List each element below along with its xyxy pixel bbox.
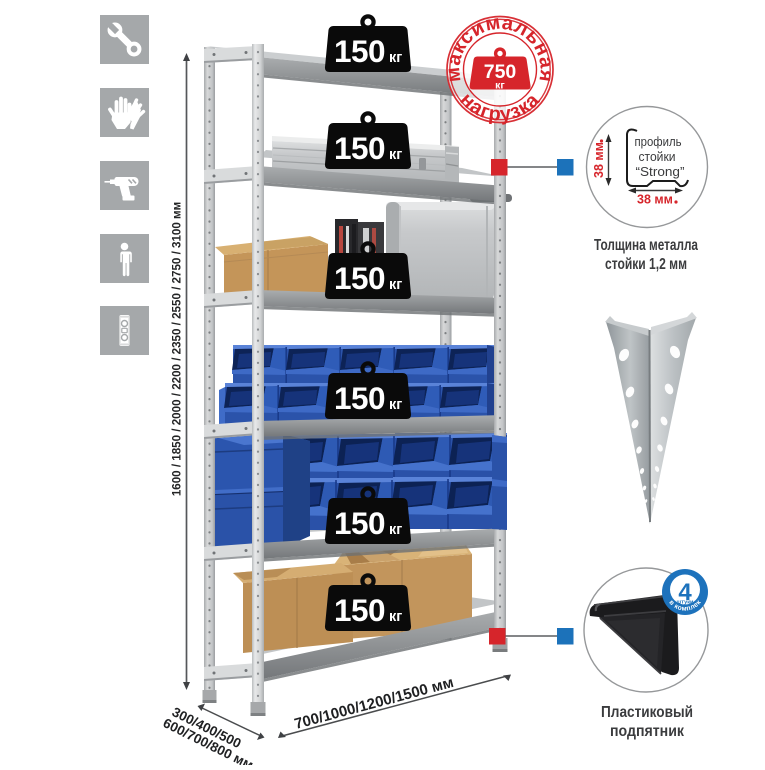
svg-text:штуки: штуки [677, 600, 694, 606]
svg-text:150: 150 [334, 33, 385, 69]
svg-text:Пластиковый: Пластиковый [601, 704, 693, 721]
svg-text:700/1000/1200/1500 мм: 700/1000/1200/1500 мм [293, 674, 456, 733]
svg-text:4: 4 [678, 579, 692, 606]
svg-text:“Strong”: “Strong” [636, 164, 685, 179]
svg-text:профиль: профиль [635, 134, 682, 149]
svg-text:подпятник: подпятник [610, 723, 685, 740]
svg-text:стойки 1,2 мм: стойки 1,2 мм [605, 256, 687, 273]
svg-text:кг: кг [389, 50, 402, 66]
svg-text:стойки: стойки [639, 149, 676, 164]
svg-text:1600 / 1850 / 2000 / 2200 / 23: 1600 / 1850 / 2000 / 2200 / 2350 / 2550 … [171, 202, 184, 496]
svg-text:кг: кг [495, 80, 505, 92]
svg-text:750: 750 [484, 61, 517, 83]
svg-text:38 мм: 38 мм [592, 142, 606, 178]
svg-text:38 мм: 38 мм [637, 193, 673, 207]
svg-text:Толщина металла: Толщина металла [594, 237, 698, 254]
